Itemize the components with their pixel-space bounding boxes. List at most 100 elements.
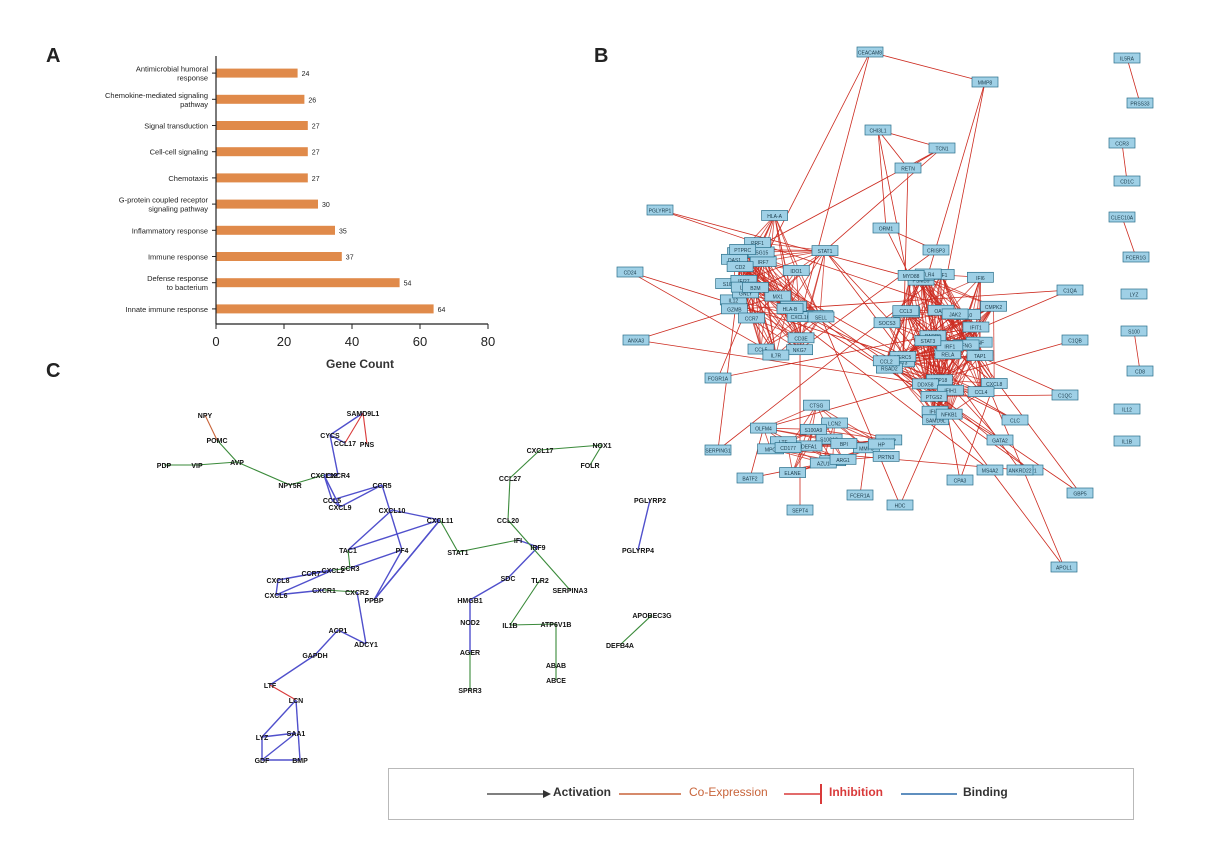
network-node: CLEC10A <box>1108 211 1136 223</box>
node-label: DEFA1 <box>801 444 817 450</box>
node-box <box>886 499 914 511</box>
node-box <box>856 46 884 58</box>
node-box <box>779 467 806 478</box>
network-node: ARG1 <box>829 453 857 465</box>
node-label: IFNG <box>960 343 972 349</box>
network-node: GZMB <box>721 303 748 315</box>
node-label: BPI <box>840 442 848 448</box>
node-box <box>971 76 999 88</box>
bar-value-label: 27 <box>312 124 320 131</box>
gene-label: PGLYRP4 <box>622 548 654 555</box>
node-box <box>807 311 835 323</box>
gene-label: PF4 <box>396 548 409 555</box>
edge-binding <box>323 474 341 508</box>
network-node: GBP5 <box>1066 487 1094 499</box>
node-label: CCR7 <box>745 316 759 322</box>
node-label: CD3E <box>794 336 808 342</box>
node-box <box>1006 464 1034 476</box>
network-node: GATA2 <box>986 434 1014 446</box>
gene-label: PGLYRP2 <box>634 498 666 505</box>
network-node: ELANE <box>779 467 806 478</box>
node-box <box>738 312 765 324</box>
node-box <box>761 210 788 221</box>
node-box <box>1066 487 1094 499</box>
network-node: MS4A2 <box>976 464 1004 476</box>
node-label: SEPT4 <box>792 509 808 515</box>
bar-value-label: 27 <box>312 150 320 157</box>
category-label-line: Antimicrobial humoral <box>136 65 208 74</box>
network-node: CCL2 <box>872 355 900 367</box>
network-node: B2M <box>742 282 769 293</box>
gene-label: SAA1 <box>287 731 306 738</box>
legend: Activation Co-Expression Inhibition Bind… <box>388 768 1134 820</box>
network-node: CD8 <box>1126 365 1154 377</box>
edge <box>819 250 826 316</box>
node-label: CMPK2 <box>985 305 1002 311</box>
gene-label: BMP <box>292 758 308 765</box>
edge-binding <box>339 484 383 508</box>
node-box <box>1126 97 1154 109</box>
node-box <box>920 390 948 402</box>
edge <box>820 316 901 506</box>
node-box <box>897 270 925 281</box>
node-label: CXCL10 <box>791 315 810 321</box>
node-box <box>967 386 995 398</box>
edge <box>635 339 926 385</box>
x-tick-label: 20 <box>277 334 291 349</box>
network-node: PGLYRP1 <box>646 204 674 216</box>
node-box <box>721 303 748 315</box>
edge-activation <box>507 477 511 521</box>
node-box <box>800 423 827 435</box>
node-label: CHI3L1 <box>870 129 887 135</box>
node-box <box>946 474 974 486</box>
node-box <box>747 343 775 355</box>
node-label: CEACAM8 <box>858 51 882 57</box>
network-node: FCER1G <box>1122 251 1150 263</box>
gene-label: SDC <box>501 576 516 583</box>
gene-label: ACP1 <box>329 628 348 635</box>
node-label: CD1C <box>1120 180 1134 186</box>
network-node: CD3E <box>787 332 815 344</box>
bar <box>216 121 308 130</box>
node-label: ARG1 <box>836 458 850 464</box>
bar <box>216 199 318 209</box>
edge <box>927 81 986 275</box>
edge-binding <box>337 629 367 645</box>
node-label: PSMB9 <box>913 279 930 285</box>
node-label: IL12 <box>728 298 738 304</box>
node-label: ANKRD22 <box>1008 469 1031 475</box>
bar <box>216 173 308 183</box>
edge <box>820 316 1081 494</box>
node-label: RETN <box>901 167 915 173</box>
edge <box>789 289 1071 309</box>
node-label: C1QB <box>1068 339 1082 345</box>
node-label: IRF7 <box>758 260 769 266</box>
node-box <box>704 372 732 384</box>
edge <box>629 271 903 357</box>
node-box <box>935 408 963 420</box>
edge-binding <box>261 732 297 738</box>
node-label: JAK2 <box>949 312 961 318</box>
edge-activation <box>457 539 519 553</box>
node-box <box>922 414 949 426</box>
node-label: C1QC <box>1058 394 1072 400</box>
gene-label: IFI <box>514 538 522 545</box>
node-label: MYD88 <box>903 274 920 280</box>
node-label: IL1B <box>1122 440 1133 446</box>
node-label: NKG7 <box>793 348 807 354</box>
edge-binding <box>347 519 441 551</box>
node-label: MPO <box>765 447 777 453</box>
node-box <box>976 464 1004 476</box>
node-label: IFI44 <box>929 410 941 416</box>
network-node: TCN1 <box>928 142 956 154</box>
network-node: CD24 <box>616 266 644 278</box>
node-label: FCER1A <box>850 494 870 500</box>
network-node: CCR7 <box>738 312 765 324</box>
bar <box>216 147 308 157</box>
panel-label-a: A <box>46 45 61 67</box>
node-label: IFI6 <box>976 276 985 282</box>
edge <box>816 404 844 460</box>
